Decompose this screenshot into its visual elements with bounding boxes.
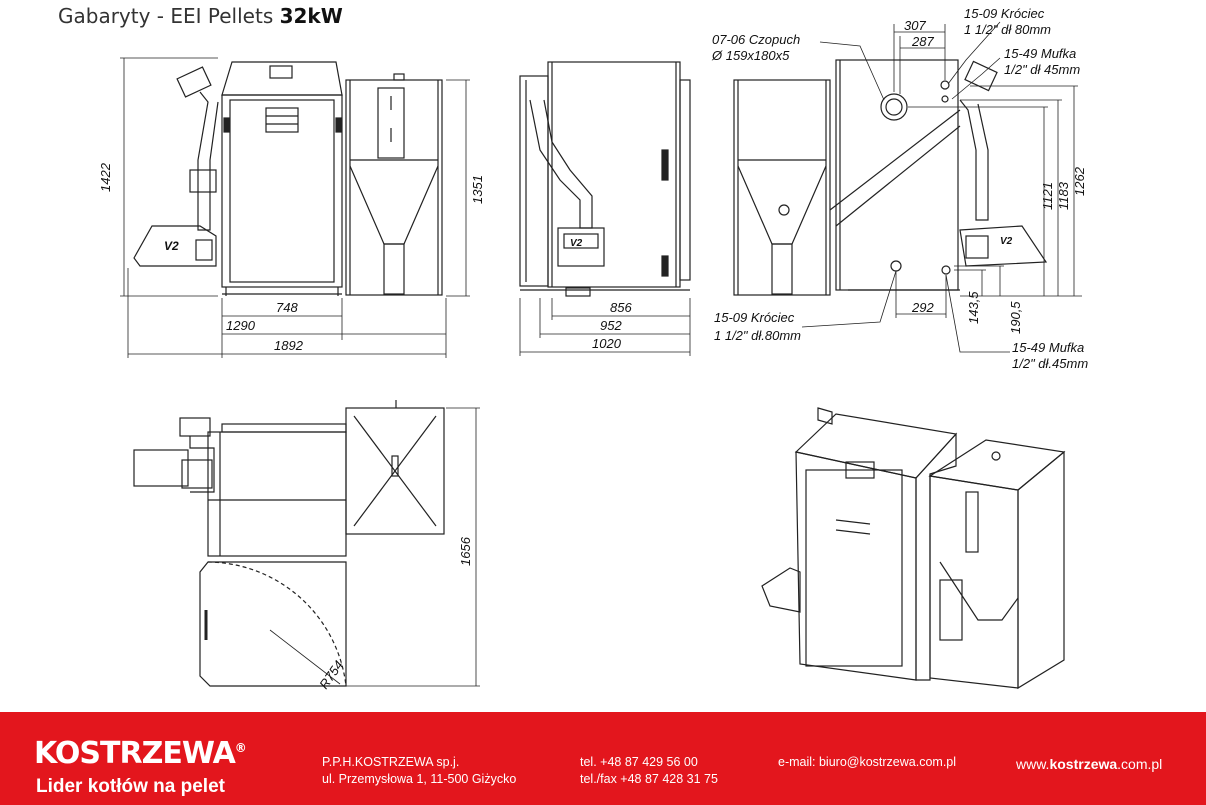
svg-text:V2: V2 bbox=[164, 239, 179, 253]
front-boiler-top bbox=[221, 61, 343, 96]
dim-1656: 1656 bbox=[458, 536, 473, 566]
front-control-panel bbox=[269, 65, 293, 79]
dim-1892: 1892 bbox=[274, 338, 304, 353]
phone: tel. +48 87 429 56 00 bbox=[580, 755, 698, 769]
flue-size: Ø 159x180x5 bbox=[711, 48, 790, 63]
front-hopper bbox=[345, 79, 443, 296]
dim-748: 748 bbox=[276, 300, 298, 315]
outlet-top-code: 15-09 Króciec bbox=[964, 6, 1045, 21]
rear-view: V2 307 287 112 bbox=[711, 6, 1088, 371]
dim-1183: 1183 bbox=[1056, 181, 1071, 210]
socket-top-size: 1/2" dł 45mm bbox=[1004, 62, 1080, 77]
svg-text:V2: V2 bbox=[570, 238, 583, 249]
top-burner bbox=[133, 449, 189, 487]
socket-bottom-code: 15-49 Mufka bbox=[1012, 340, 1084, 355]
email-link[interactable]: e-mail: biuro@kostrzewa.com.pl bbox=[778, 755, 957, 769]
rear-burner bbox=[959, 225, 1048, 267]
company-block: P.P.H.KOSTRZEWA sp.j. ul. Przemysłowa 1,… bbox=[322, 754, 516, 788]
brand-tagline: Lider kotłów na pelet bbox=[36, 776, 225, 797]
dim-143-5: 143,5 bbox=[966, 291, 981, 324]
company-name: P.P.H.KOSTRZEWA sp.j. bbox=[322, 755, 460, 769]
rear-hopper bbox=[733, 79, 831, 296]
iso-hopper-top bbox=[928, 439, 1066, 491]
registered-mark: ® bbox=[234, 741, 247, 755]
iso-boiler-top bbox=[794, 413, 958, 479]
front-boiler-door bbox=[229, 99, 335, 283]
front-door-plate bbox=[265, 107, 299, 133]
socket-bottom-size: 1/2" dł.45mm bbox=[1012, 356, 1088, 371]
dim-307: 307 bbox=[904, 18, 926, 33]
page-title: Gabaryty - EEI Pellets 32kW bbox=[58, 4, 343, 28]
title-prefix: Gabaryty - EEI Pellets bbox=[58, 4, 280, 28]
phone-block: tel. +48 87 429 56 00 tel./fax +48 87 42… bbox=[580, 754, 718, 788]
dim-287: 287 bbox=[911, 34, 934, 49]
flue-label: 07-06 Czopuch bbox=[712, 32, 800, 47]
brand-logo: KOSTRZEWA® bbox=[34, 736, 247, 771]
website-link[interactable]: www.kostrzewa.com.pl bbox=[1016, 756, 1163, 772]
side-view: V2 856 952 1020 bbox=[519, 61, 691, 356]
outlet-top-size: 1 1/2" dł 80mm bbox=[964, 22, 1051, 37]
side-burner bbox=[557, 227, 605, 267]
front-burner bbox=[133, 225, 217, 267]
outlet-bottom-code: 15-09 Króciec bbox=[714, 310, 795, 325]
front-motor bbox=[176, 66, 212, 98]
dim-1422: 1422 bbox=[98, 162, 113, 192]
title-power: 32kW bbox=[279, 4, 343, 28]
dim-1351: 1351 bbox=[470, 175, 485, 204]
top-door bbox=[199, 561, 347, 687]
dim-1290: 1290 bbox=[226, 318, 256, 333]
company-address: ul. Przemysłowa 1, 11-500 Giżycko bbox=[322, 772, 517, 786]
fax: tel./fax +48 87 428 31 75 bbox=[580, 772, 718, 786]
front-hopper-window bbox=[377, 87, 405, 159]
dim-952: 952 bbox=[600, 318, 622, 333]
footer: KOSTRZEWA® Lider kotłów na pelet P.P.H.K… bbox=[0, 712, 1206, 805]
front-view: V2 1422 1351 748 1290 1892 bbox=[98, 57, 485, 358]
flue-outlet bbox=[880, 93, 908, 121]
dim-190-5: 190,5 bbox=[1008, 301, 1023, 334]
technical-drawing: V2 1422 1351 748 1290 1892 bbox=[98, 6, 1088, 692]
isometric-view bbox=[761, 407, 1066, 690]
top-boiler-body bbox=[207, 431, 347, 557]
dim-1020: 1020 bbox=[592, 336, 622, 351]
dim-1262: 1262 bbox=[1072, 166, 1087, 196]
dim-292: 292 bbox=[911, 300, 934, 315]
outlet-bottom-size: 1 1/2" dł.80mm bbox=[714, 328, 801, 343]
brand-name: KOSTRZEWA bbox=[34, 736, 236, 771]
email-block[interactable]: e-mail: biuro@kostrzewa.com.pl bbox=[778, 754, 956, 771]
socket-top-code: 15-49 Mufka bbox=[1004, 46, 1076, 61]
side-boiler-body bbox=[547, 61, 681, 288]
dim-856: 856 bbox=[610, 300, 632, 315]
svg-text:V2: V2 bbox=[1000, 236, 1013, 247]
top-view: 1656 R754 bbox=[133, 400, 480, 692]
dim-1121: 1121 bbox=[1040, 182, 1055, 210]
dim-r754: R754 bbox=[316, 658, 346, 692]
